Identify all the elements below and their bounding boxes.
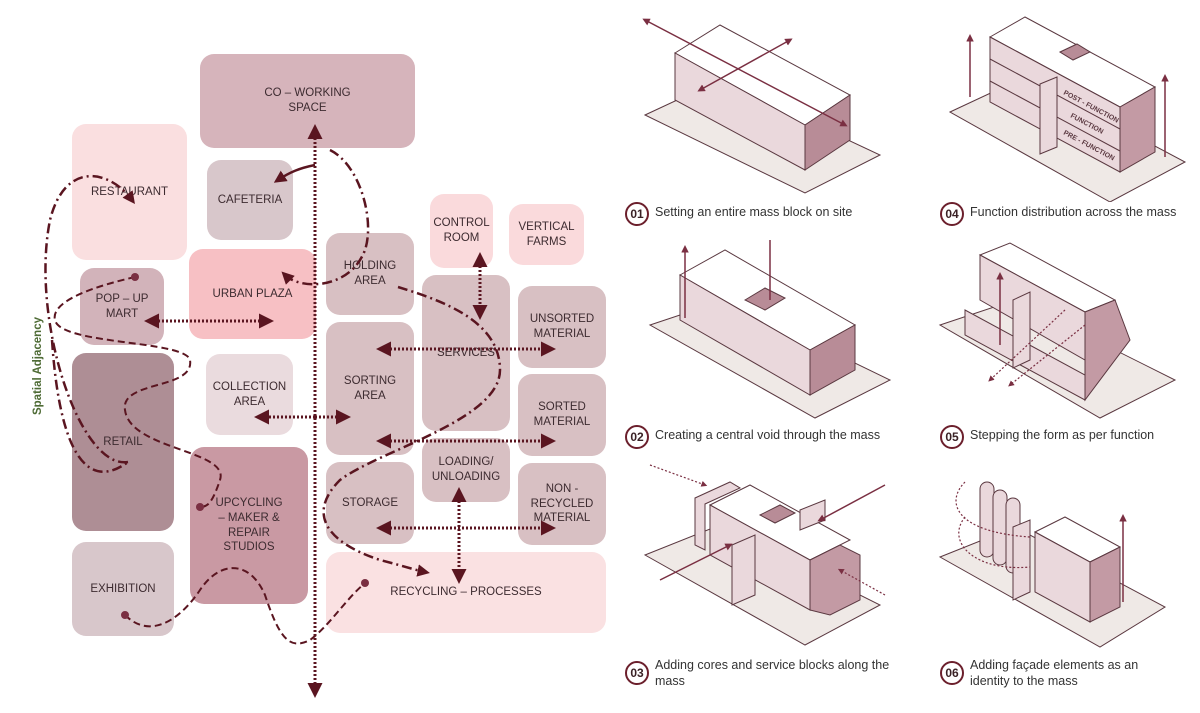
zone-label: UNSORTED MATERIAL — [529, 313, 595, 340]
step-caption: Adding façade elements as an identity to… — [970, 658, 1139, 688]
step-01-mass-block-drawing — [642, 18, 882, 194]
step-02: 02 Creating a central void through the m… — [625, 425, 925, 449]
zone-sorting-area: SORTING AREA — [326, 322, 414, 455]
zone-loading-unloading: LOADING/ UNLOADING — [422, 438, 510, 502]
step-06-facade-elements-drawing — [938, 481, 1167, 648]
step-caption: Setting an entire mass block on site — [655, 205, 853, 219]
step-number-badge: 06 — [940, 661, 964, 685]
zone-label: VERTICAL FARMS — [518, 220, 575, 248]
zone-label: RESTAURANT — [90, 185, 169, 198]
zone-label: UPCYCLING – MAKER & REPAIR STUDIOS — [215, 496, 283, 554]
zone-label: CAFETERIA — [217, 193, 283, 206]
zone-label: NON - RECYCLED MATERIAL — [530, 482, 594, 525]
step-number-badge: 04 — [940, 202, 964, 226]
zone-coworking: CO – WORKING SPACE — [200, 54, 415, 148]
zone-label: URBAN PLAZA — [212, 287, 293, 300]
step-number-badge: 05 — [940, 425, 964, 449]
zone-label: CONTROL ROOM — [433, 217, 490, 244]
zone-non-recycled-material: NON - RECYCLED MATERIAL — [518, 463, 606, 545]
zone-unsorted-material: UNSORTED MATERIAL — [518, 286, 606, 368]
step-number-badge: 02 — [625, 425, 649, 449]
step-05-stepping-form-drawing — [938, 242, 1177, 419]
step-01: 01 Setting an entire mass block on site — [625, 202, 925, 226]
step-04-function-distribution-drawing: POST - FUNCTION FUNCTION PRE - FUNCTION — [948, 16, 1187, 202]
zone-urban-plaza: URBAN PLAZA — [189, 249, 316, 339]
zone-label: RETAIL — [103, 435, 143, 448]
zone-upcycling: UPCYCLING – MAKER & REPAIR STUDIOS — [190, 447, 308, 604]
zone-exhibition: EXHIBITION — [72, 542, 174, 636]
step-caption: Function distribution across the mass — [970, 205, 1177, 219]
zone-cafeteria: CAFETERIA — [207, 160, 293, 240]
zone-label: COLLECTION AREA — [212, 380, 287, 408]
step-04: 04 Function distribution across the mass — [940, 202, 1200, 226]
step-caption: Adding cores and service blocks along th… — [655, 658, 890, 688]
zone-storage: STORAGE — [326, 462, 414, 544]
zone-recycling-processes: RECYCLING – PROCESSES — [326, 552, 606, 633]
zone-label: RECYCLING – PROCESSES — [390, 586, 542, 599]
zone-holding-area: HOLDING AREA — [326, 233, 414, 315]
zone-label: POP – UP MART — [95, 292, 149, 320]
zone-retail: RETAIL — [72, 353, 174, 531]
zone-services: SERVICES — [422, 275, 510, 431]
zone-label: CO – WORKING SPACE — [264, 87, 351, 114]
zone-vertical-farms: VERTICAL FARMS — [509, 204, 584, 265]
spatial-adjacency-label: Spatial Adjacency — [32, 317, 44, 416]
zone-label: HOLDING AREA — [343, 260, 397, 287]
zone-label: STORAGE — [341, 496, 399, 509]
step-03-cores-services-drawing — [643, 464, 886, 646]
step-06: 06 Adding façade elements as an identity… — [940, 655, 1160, 689]
step-number-badge: 01 — [625, 202, 649, 226]
step-number-badge: 03 — [625, 661, 649, 685]
zone-restaurant: RESTAURANT — [72, 124, 187, 260]
zone-sorted-material: SORTED MATERIAL — [518, 374, 606, 456]
zone-label: EXHIBITION — [90, 582, 156, 595]
zone-control-room: CONTROL ROOM — [430, 194, 493, 268]
zone-label: SORTING AREA — [343, 374, 397, 402]
step-03: 03 Adding cores and service blocks along… — [625, 655, 915, 689]
step-05: 05 Stepping the form as per function — [940, 425, 1200, 449]
zone-collection-area: COLLECTION AREA — [206, 354, 293, 435]
zone-pop-up-mart: POP – UP MART — [80, 268, 164, 345]
step-caption: Creating a central void through the mass — [655, 428, 881, 442]
zone-label: SERVICES — [437, 346, 495, 359]
zone-label: LOADING/ UNLOADING — [431, 456, 501, 483]
zone-label: SORTED MATERIAL — [533, 401, 591, 428]
step-02-central-void-drawing — [648, 240, 892, 419]
step-caption: Stepping the form as per function — [970, 428, 1155, 442]
